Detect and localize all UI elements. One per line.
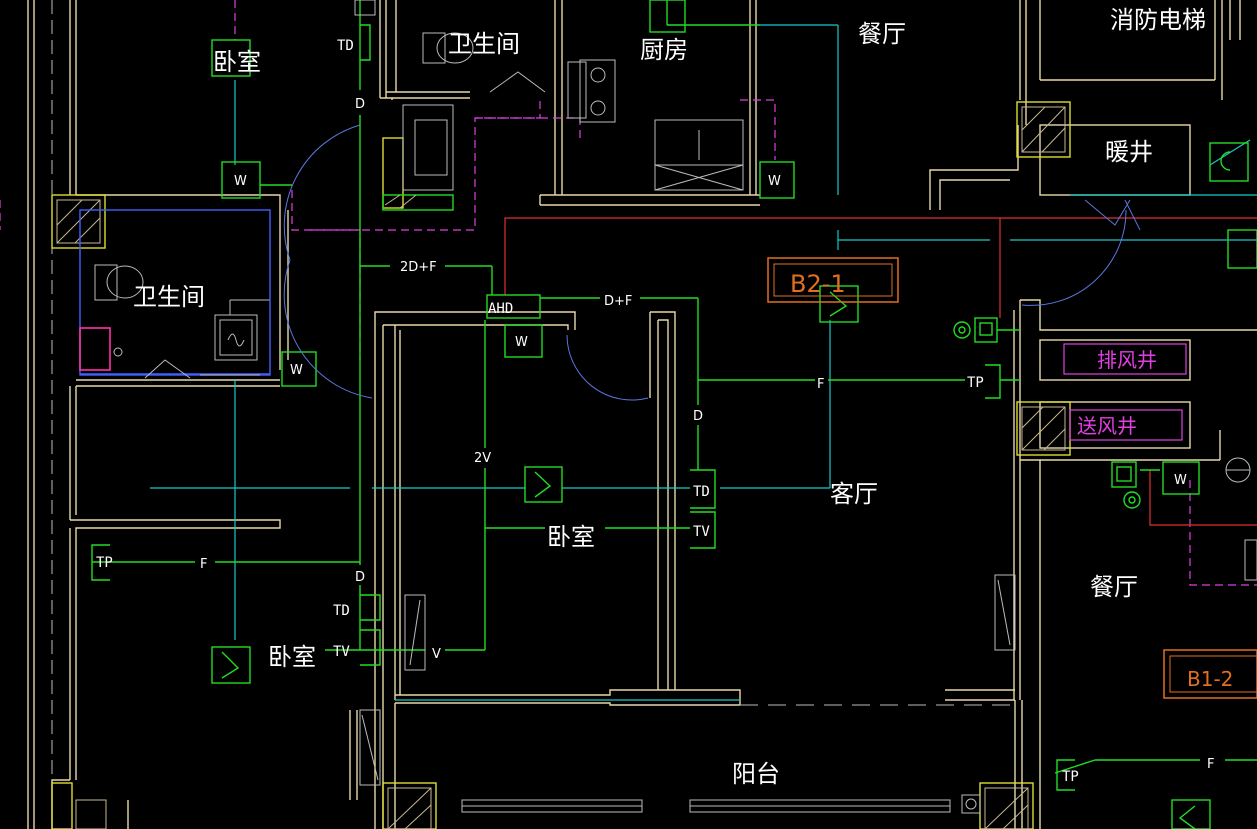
appliances xyxy=(79,0,1257,786)
code-f-bottom-right: F xyxy=(1207,757,1214,772)
column-supply xyxy=(1016,401,1071,456)
conduit-runs xyxy=(92,0,1257,774)
switch-icon xyxy=(211,39,1257,829)
sink-icon xyxy=(214,104,454,361)
room-label-bath-top: 卫生间 xyxy=(448,30,520,58)
wardrobe-marks xyxy=(354,0,1016,786)
code-v-left: V xyxy=(432,647,441,662)
code-td-living: TD xyxy=(693,484,710,500)
code-w-right: W xyxy=(1174,473,1187,488)
room-label-kitchen: 厨房 xyxy=(640,36,688,64)
w-box-ahd xyxy=(504,324,543,358)
unit-tag-b1-2-text: B1-2 xyxy=(1187,667,1233,691)
code-d-left: D xyxy=(355,570,365,585)
stove-icon xyxy=(567,59,744,191)
td-box-top xyxy=(360,24,371,61)
code-td-left: TD xyxy=(333,603,350,619)
room-label-fire-elevator: 消防电梯 xyxy=(1110,6,1206,34)
w-box-bath xyxy=(281,351,317,387)
room-label-dining-right: 餐厅 xyxy=(1090,573,1138,601)
room-label-bedroom-center: 卧室 xyxy=(547,523,595,551)
fixtures xyxy=(91,0,1257,829)
td-box-left xyxy=(360,594,381,621)
exhaust-shaft-box xyxy=(1063,343,1187,375)
tp-box-left xyxy=(91,544,110,581)
unit-tag-b2-1-text: B2-1 xyxy=(790,270,846,298)
fan-icon xyxy=(1225,457,1257,581)
code-run-2df: 2D+F xyxy=(400,260,437,275)
code-run-df: D+F xyxy=(604,294,632,309)
walls xyxy=(27,0,1257,829)
code-tv-left: TV xyxy=(333,644,350,660)
room-label-dining-top: 餐厅 xyxy=(858,20,906,48)
room-label-living-room: 客厅 xyxy=(830,480,878,508)
w-box-kitchen xyxy=(759,161,795,199)
column-heating xyxy=(1016,101,1071,158)
code-ahd: AHD xyxy=(488,301,513,317)
code-w-kitchen: W xyxy=(768,174,781,189)
code-tp-left: TP xyxy=(96,555,113,571)
bi-fold-doors xyxy=(144,71,546,379)
code-w-ahd: W xyxy=(515,335,528,350)
code-d-top: D xyxy=(355,97,365,112)
outlet-box-icon xyxy=(953,317,1141,814)
device-codes: TD D W W W 2D+F AHD W D+F F TP D 2V TD T… xyxy=(96,38,1214,785)
column-top-bath xyxy=(382,137,454,211)
room-labels: 卧室 卫生间 厨房 餐厅 消防电梯 暖井 卫生间 客厅 卧室 卧室 排风井 送风… xyxy=(133,6,1206,788)
room-label-heating-shaft: 暖井 xyxy=(1105,138,1153,166)
room-label-balcony: 阳台 xyxy=(732,760,780,788)
column-bottom-center xyxy=(382,782,437,829)
room-label-bedroom-top-left: 卧室 xyxy=(213,48,261,76)
tp-box-bottom-right xyxy=(1056,759,1075,791)
td-box-living xyxy=(690,469,716,509)
unit-tag-b1-2: B1-2 xyxy=(1163,649,1257,699)
column-bottom-right xyxy=(979,782,1034,829)
room-label-bath-left: 卫生间 xyxy=(133,283,205,311)
supply-shaft-box xyxy=(1069,409,1183,441)
code-d-living: D xyxy=(693,409,703,424)
structural-columns xyxy=(51,101,1071,829)
power-runs xyxy=(504,217,1257,526)
room-label-bedroom-bottom-left: 卧室 xyxy=(268,643,316,671)
column-bottom-left xyxy=(51,782,107,829)
code-w-top-bedroom: W xyxy=(234,174,247,189)
room-label-supply-shaft: 送风井 xyxy=(1077,414,1137,438)
code-f-living: F xyxy=(817,377,824,392)
code-tp-bottom-right: TP xyxy=(1062,769,1079,785)
bath-fixture-left xyxy=(79,209,271,376)
cable-runs xyxy=(150,24,1257,701)
tv-box-living xyxy=(690,511,716,549)
code-w-bath: W xyxy=(290,363,303,378)
room-label-exhaust-shaft: 排风井 xyxy=(1097,348,1157,372)
column-top-left xyxy=(51,194,106,249)
code-f-left: F xyxy=(200,557,207,572)
tp-box-living xyxy=(985,364,1001,399)
tv-box-left xyxy=(360,629,381,666)
unit-tag-b2-1: B2-1 xyxy=(767,257,899,303)
w-box-right xyxy=(1162,461,1200,495)
top-fixture-box xyxy=(649,0,686,33)
code-td-top: TD xyxy=(337,38,354,54)
toilet-icon xyxy=(94,32,474,301)
code-run-2v: 2V xyxy=(474,451,491,466)
door-swing-icon xyxy=(283,124,1141,401)
code-tp-living: TP xyxy=(967,375,984,391)
ahd-box xyxy=(486,294,541,319)
code-tv-living: TV xyxy=(693,524,710,540)
w-box-top-bedroom xyxy=(221,161,261,199)
